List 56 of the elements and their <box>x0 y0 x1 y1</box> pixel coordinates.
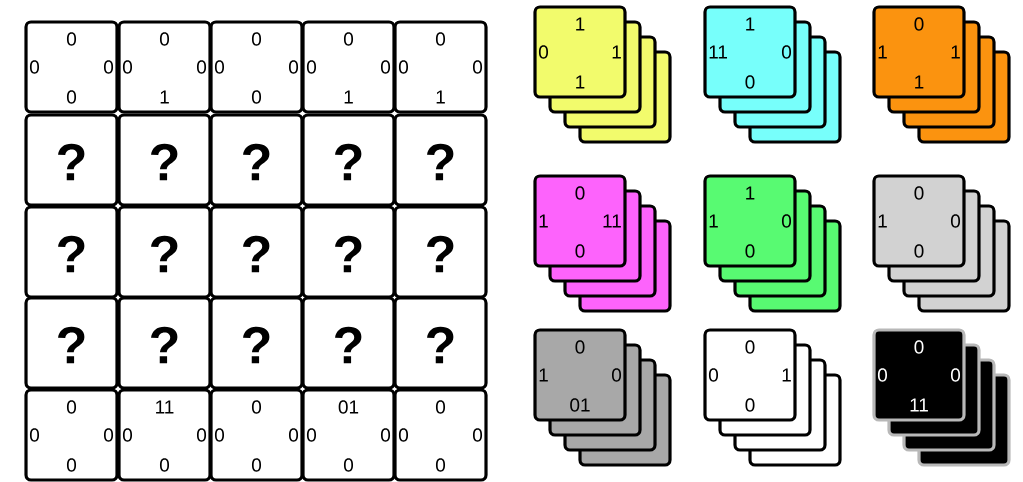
tile: 0 0 0 1 <box>301 20 396 114</box>
node-label: 0 <box>575 186 585 200</box>
tile: 0 0 0 0 <box>209 20 304 114</box>
tile-stack: 0 1 11 0 <box>533 174 672 313</box>
node-label: 0 <box>538 45 549 59</box>
tile: 0 0 0 1 <box>117 20 212 114</box>
tile-stack: 0 1 1 1 <box>872 5 1011 144</box>
node-label: 0 <box>877 368 888 382</box>
node-label: 0 <box>914 17 924 31</box>
tile: ? <box>24 205 119 299</box>
tile: ? <box>117 205 212 299</box>
node-label: 1 <box>709 214 718 228</box>
node-label: 1 <box>576 17 585 31</box>
node-label: 01 <box>570 398 590 412</box>
node-label: 1 <box>878 45 887 59</box>
tile-stack: 1 0 1 1 <box>533 5 672 144</box>
tile-stack: 0 0 1 0 <box>703 328 842 467</box>
node-label: 1 <box>539 214 548 228</box>
node-label: 0 <box>745 340 755 354</box>
tile: 0 0 0 0 <box>393 388 488 482</box>
tile: ? <box>301 296 396 390</box>
tile: ? <box>393 205 488 299</box>
tile: ? <box>209 296 304 390</box>
node-label: 0 <box>914 340 924 354</box>
tile: 0 0 0 0 <box>24 388 119 482</box>
node-label: 1 <box>539 368 548 382</box>
tile: ? <box>393 113 488 207</box>
tile: ? <box>209 113 304 207</box>
tile-stack: 1 11 0 0 <box>703 5 842 144</box>
node-label: 0 <box>950 368 961 382</box>
tile: ? <box>24 296 119 390</box>
node-label: 11 <box>910 398 928 412</box>
tile: ? <box>209 205 304 299</box>
node-label: 1 <box>951 45 960 59</box>
node-label: 0 <box>611 368 622 382</box>
tile: 0 0 0 0 <box>209 388 304 482</box>
node-label: 0 <box>575 340 585 354</box>
tile-stack: 0 1 0 0 <box>872 174 1011 313</box>
tile: 01 0 0 0 <box>301 388 396 482</box>
node-label: 1 <box>915 75 924 89</box>
node-label: 0 <box>708 368 719 382</box>
tile: ? <box>117 113 212 207</box>
node-label: 1 <box>746 186 755 200</box>
node-label: 11 <box>709 45 727 59</box>
tile-stack: 0 0 0 11 <box>872 328 1011 467</box>
tile: 0 0 0 0 <box>24 20 119 114</box>
tile: 11 0 0 0 <box>117 388 212 482</box>
tile-stack: 1 1 0 0 <box>703 174 842 313</box>
tile: ? <box>117 296 212 390</box>
node-label: 1 <box>746 17 755 31</box>
tile: ? <box>24 113 119 207</box>
tile: ? <box>393 296 488 390</box>
tile: 0 0 0 1 <box>393 20 488 114</box>
tile: ? <box>301 205 396 299</box>
tile: ? <box>301 113 396 207</box>
tile-stack: 0 1 0 01 <box>533 328 672 467</box>
